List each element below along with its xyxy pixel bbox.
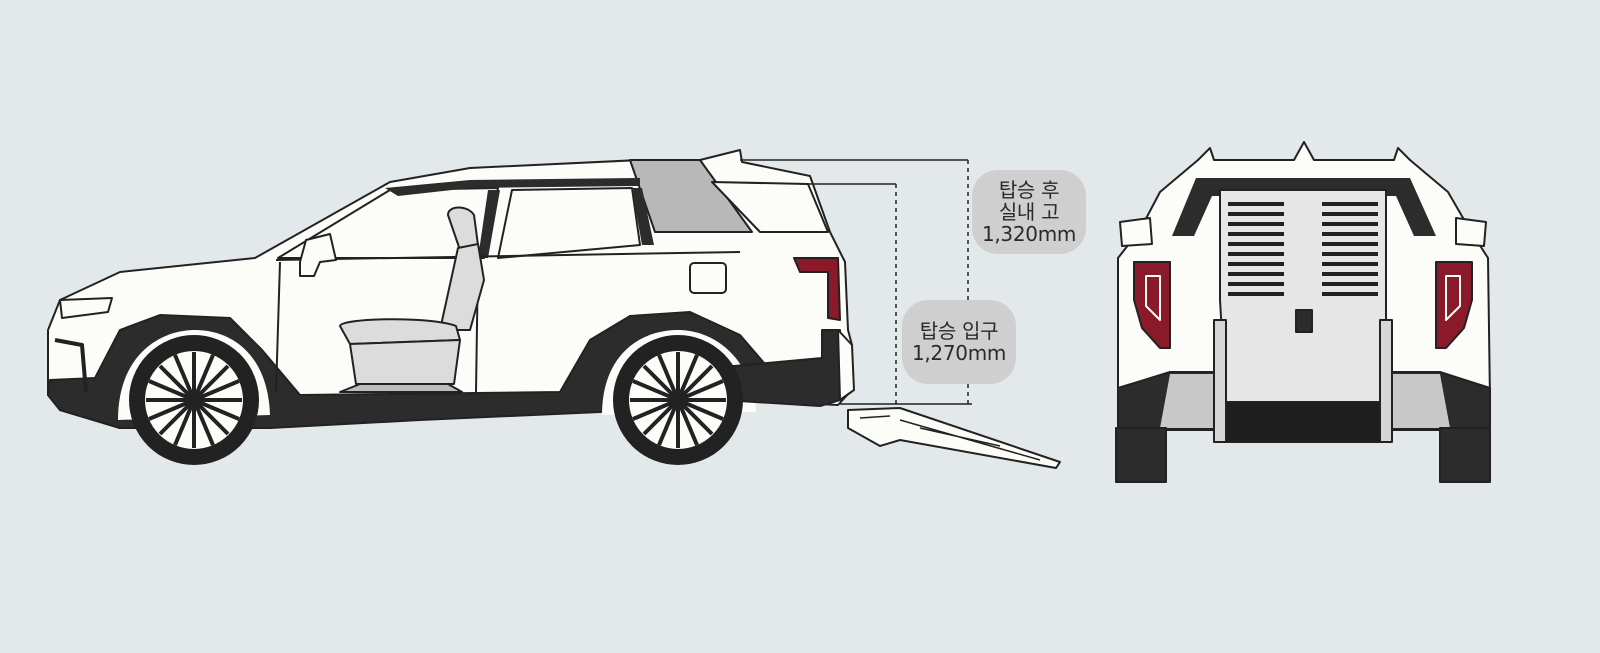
lift-base [1225, 401, 1381, 443]
side-view-vehicle [47, 149, 1061, 469]
callout-interior-line2: 실내 고 [998, 200, 1060, 224]
lift-center-mechanism [1295, 309, 1313, 333]
rear-quarter-window [711, 181, 829, 233]
rear-wheel [613, 335, 743, 465]
rear-tire-left [1115, 427, 1167, 483]
callout-interior-line3: 1,320mm [981, 222, 1077, 246]
rear-window [497, 187, 641, 259]
callout-entry-height: 탑승 입구 1,270mm [902, 300, 1016, 384]
ramp [847, 407, 1061, 469]
b-pillar [478, 190, 500, 258]
rear-mirror-left [1119, 217, 1153, 247]
rear-bumper [837, 329, 855, 401]
callout-entry-line2: 1,270mm [911, 341, 1007, 365]
rear-tire-right [1439, 427, 1491, 483]
lift-rail-left [1213, 319, 1227, 443]
side-tail-light [793, 257, 841, 321]
dimension-lines [740, 159, 972, 405]
callout-interior-height: 탑승 후 실내 고 1,320mm [972, 170, 1086, 254]
side-seat [339, 206, 485, 393]
roof-rail [385, 178, 640, 196]
headlight [59, 297, 113, 319]
fuel-door [689, 262, 727, 294]
front-vent [54, 338, 88, 393]
lift-vents [1228, 202, 1378, 296]
front-wheel [129, 335, 259, 465]
quarter-glass [629, 159, 753, 233]
rear-view-vehicle [1115, 141, 1491, 483]
c-pillar [632, 188, 654, 245]
side-mirror [299, 233, 337, 277]
callout-entry-line1: 탑승 입구 [919, 319, 999, 343]
lift-rail-right [1379, 319, 1393, 443]
rear-mirror-right [1455, 217, 1487, 247]
ramp-detail [859, 415, 1041, 461]
callout-interior-line1: 탑승 후 [998, 178, 1060, 202]
